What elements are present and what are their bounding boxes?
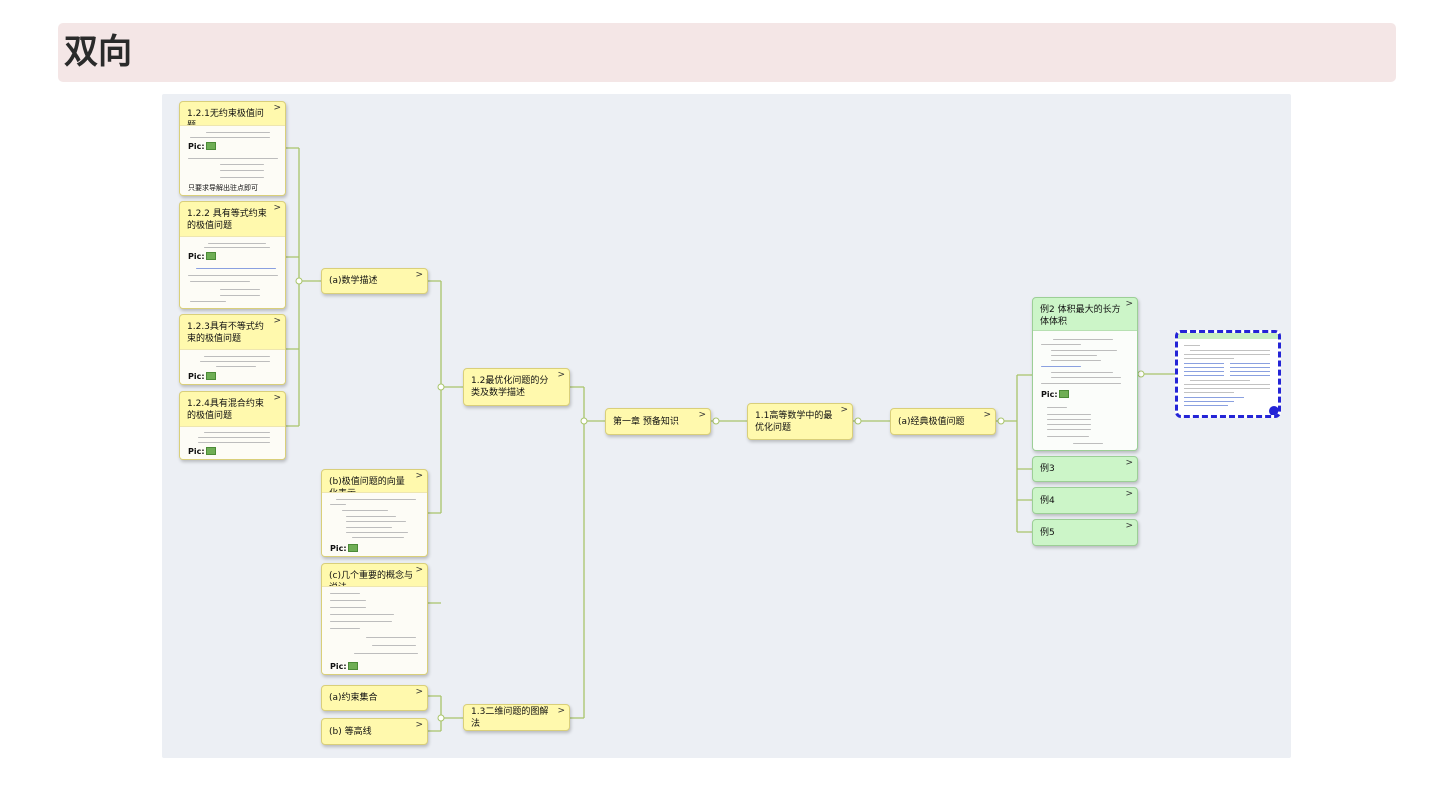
node-1-2-c[interactable]: (c)几个重要的概念与说法 > Pic: bbox=[321, 563, 428, 675]
page-title: 双向 bbox=[64, 32, 132, 72]
node-label: 例5 bbox=[1040, 527, 1055, 538]
node-label: 1.2.3具有不等式约束的极值问题 bbox=[187, 322, 264, 344]
node-1-1[interactable]: 1.1高等数学中的最优化问题 > bbox=[747, 403, 853, 440]
expand-icon[interactable]: > bbox=[1125, 521, 1133, 531]
expand-icon[interactable]: > bbox=[1125, 458, 1133, 468]
node-1-3-b[interactable]: (b) 等高线 > bbox=[321, 718, 428, 745]
selected-detail-card[interactable] bbox=[1175, 330, 1281, 418]
pic-label: Pic: bbox=[188, 371, 216, 383]
pic-label: Pic: bbox=[188, 141, 216, 153]
node-label: (a)约束集合 bbox=[329, 693, 378, 703]
node-1-2-1-content: Pic: 只要求导解出驻点即可 bbox=[180, 125, 285, 195]
node-1-2-4-content: Pic: bbox=[180, 426, 285, 459]
expand-icon[interactable]: > bbox=[415, 720, 423, 730]
node-note: 只要求导解出驻点即可 bbox=[188, 184, 258, 192]
pic-label: Pic: bbox=[188, 251, 216, 263]
node-label: 1.2.2 具有等式约束的极值问题 bbox=[187, 209, 267, 231]
node-example-4[interactable]: 例4 > bbox=[1032, 487, 1138, 514]
expand-icon[interactable]: > bbox=[415, 471, 423, 481]
node-1-2-c-content: Pic: bbox=[322, 586, 427, 674]
node-1-2-4[interactable]: 1.2.4具有混合约束的极值问题 > Pic: bbox=[179, 391, 286, 460]
expand-icon[interactable]: > bbox=[415, 270, 423, 280]
node-label: 例4 bbox=[1040, 495, 1055, 506]
node-1-2-2-content: Pic: bbox=[180, 236, 285, 308]
expand-icon[interactable]: > bbox=[698, 410, 706, 420]
node-1-2[interactable]: 1.2最优化问题的分类及数学描述 > bbox=[463, 368, 570, 406]
node-label: 例2 体积最大的长方体体积 bbox=[1040, 305, 1121, 327]
node-1-2-3[interactable]: 1.2.3具有不等式约束的极值问题 > Pic: bbox=[179, 314, 286, 385]
expand-icon[interactable]: > bbox=[273, 103, 281, 113]
expand-icon[interactable]: > bbox=[273, 203, 281, 213]
example-2-content: Pic: bbox=[1033, 330, 1137, 450]
node-1-3[interactable]: 1.3二维问题的图解法 > bbox=[463, 704, 570, 731]
node-example-2[interactable]: 例2 体积最大的长方体体积 > Pic: bbox=[1032, 297, 1138, 451]
image-icon[interactable] bbox=[205, 142, 216, 150]
expand-icon[interactable]: > bbox=[273, 316, 281, 326]
expand-icon[interactable]: > bbox=[415, 565, 423, 575]
node-1-2-1[interactable]: 1.2.1无约束极值问题 > Pic: 只要求导解出驻点即可 bbox=[179, 101, 286, 196]
node-1-2-2[interactable]: 1.2.2 具有等式约束的极值问题 > Pic: bbox=[179, 201, 286, 309]
expand-icon[interactable]: > bbox=[557, 706, 565, 716]
expand-icon[interactable]: > bbox=[273, 393, 281, 403]
expand-icon[interactable]: > bbox=[840, 405, 848, 415]
pic-label: Pic: bbox=[330, 543, 358, 555]
expand-icon[interactable]: > bbox=[557, 370, 565, 380]
expand-icon[interactable]: > bbox=[1125, 489, 1133, 499]
node-1-2-b[interactable]: (b)极值问题的向量化表示 > Pic: bbox=[321, 469, 428, 557]
pic-label: Pic: bbox=[188, 446, 216, 458]
node-root-chapter1[interactable]: 第一章 预备知识 > bbox=[605, 408, 711, 435]
expand-icon[interactable]: > bbox=[415, 687, 423, 697]
node-label: 1.1高等数学中的最优化问题 bbox=[755, 410, 833, 433]
image-icon[interactable] bbox=[1058, 390, 1069, 398]
node-label: 第一章 预备知识 bbox=[613, 416, 679, 427]
detail-card-header bbox=[1178, 333, 1278, 339]
node-label: 1.3二维问题的图解法 bbox=[471, 706, 549, 729]
image-icon[interactable] bbox=[347, 662, 358, 670]
node-1-3-a[interactable]: (a)约束集合 > bbox=[321, 685, 428, 711]
node-label: (a)数学描述 bbox=[329, 276, 378, 286]
image-icon[interactable] bbox=[205, 252, 216, 260]
node-label: 1.2.4具有混合约束的极值问题 bbox=[187, 399, 264, 421]
node-1-1-a[interactable]: (a)经典极值问题 > bbox=[890, 408, 996, 435]
page-header: 双向 bbox=[58, 23, 1396, 82]
expand-icon[interactable]: > bbox=[983, 410, 991, 420]
node-1-2-a[interactable]: (a)数学描述 > bbox=[321, 268, 428, 294]
node-1-2-3-content: Pic: bbox=[180, 349, 285, 384]
expand-icon[interactable]: > bbox=[1125, 299, 1133, 309]
node-example-3[interactable]: 例3 > bbox=[1032, 456, 1138, 482]
pic-label: Pic: bbox=[1041, 389, 1069, 401]
pic-label: Pic: bbox=[330, 661, 358, 673]
resize-handle-icon[interactable] bbox=[1268, 405, 1278, 415]
node-label: (b) 等高线 bbox=[329, 726, 372, 737]
node-label: (a)经典极值问题 bbox=[898, 416, 965, 427]
node-label: 1.2最优化问题的分类及数学描述 bbox=[471, 376, 549, 398]
image-icon[interactable] bbox=[205, 372, 216, 380]
image-icon[interactable] bbox=[205, 447, 216, 455]
node-1-2-b-content: Pic: bbox=[322, 492, 427, 556]
node-example-5[interactable]: 例5 > bbox=[1032, 519, 1138, 546]
node-label: 例3 bbox=[1040, 464, 1055, 474]
image-icon[interactable] bbox=[347, 544, 358, 552]
